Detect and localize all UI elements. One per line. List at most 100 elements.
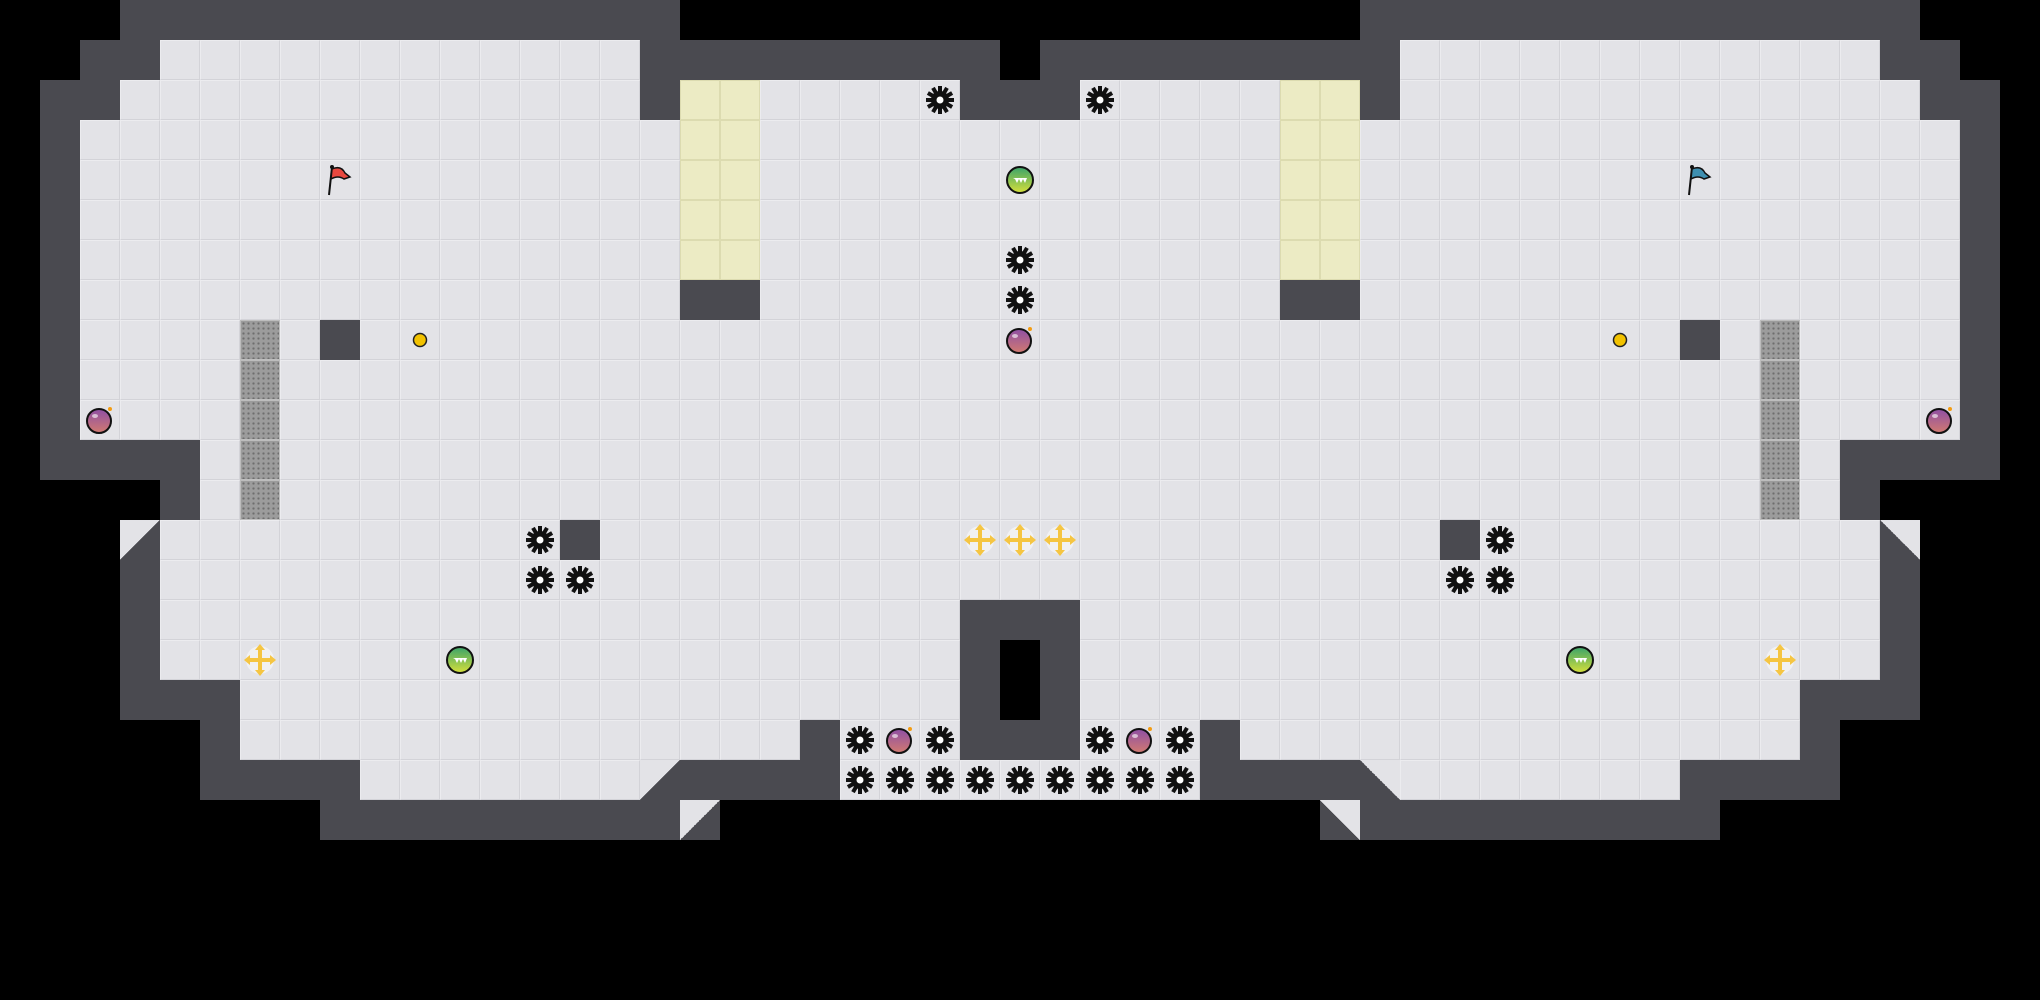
wall-tile — [1880, 640, 1920, 680]
floor-tile — [1920, 240, 1960, 280]
floor-tile — [1160, 560, 1200, 600]
floor-tile — [1560, 120, 1600, 160]
floor-tile — [1480, 640, 1520, 680]
wall-tile — [680, 40, 720, 80]
floor-tile — [440, 760, 480, 800]
wall-tile — [1480, 0, 1520, 40]
wall-tile — [640, 80, 680, 120]
floor-tile — [720, 720, 760, 760]
floor-tile — [480, 680, 520, 720]
floor-tile — [1720, 280, 1760, 320]
spike-icon — [1440, 560, 1480, 600]
wall-tile — [1440, 520, 1480, 560]
floor-tile — [1560, 80, 1600, 120]
floor-tile — [80, 320, 120, 360]
wall-tile — [40, 440, 80, 480]
floor-tile — [920, 360, 960, 400]
floor-tile — [440, 720, 480, 760]
floor-tile — [1680, 80, 1720, 120]
floor-tile — [1760, 600, 1800, 640]
floor-tile — [760, 600, 800, 640]
floor-tile — [1600, 760, 1640, 800]
floor-tile — [1800, 80, 1840, 120]
wall-tile — [1040, 680, 1080, 720]
floor-tile — [1800, 40, 1840, 80]
floor-tile — [1400, 600, 1440, 640]
wall-tile — [960, 80, 1000, 120]
floor-tile — [1600, 400, 1640, 440]
floor-tile — [1360, 480, 1400, 520]
floor-tile — [1320, 440, 1360, 480]
floor-tile — [320, 680, 360, 720]
floor-tile — [280, 360, 320, 400]
floor-tile — [360, 600, 400, 640]
floor-tile — [1520, 240, 1560, 280]
neutral-gate-tile — [1320, 200, 1360, 240]
wall-tile — [360, 0, 400, 40]
floor-tile — [1800, 320, 1840, 360]
grate-tile — [240, 320, 280, 360]
floor-tile — [280, 120, 320, 160]
wall-tile — [1040, 600, 1080, 640]
floor-tile — [1840, 600, 1880, 640]
floor-tile — [800, 400, 840, 440]
floor-tile — [160, 560, 200, 600]
floor-tile — [1760, 280, 1800, 320]
floor-tile — [1240, 240, 1280, 280]
wall-tile — [960, 600, 1000, 640]
floor-tile — [1360, 520, 1400, 560]
floor-tile — [560, 760, 600, 800]
floor-tile — [600, 240, 640, 280]
floor-tile — [1440, 80, 1480, 120]
floor-tile — [1800, 120, 1840, 160]
wall-tile — [1760, 760, 1800, 800]
floor-tile — [600, 80, 640, 120]
wall-tile — [1960, 360, 2000, 400]
floor-tile — [560, 400, 600, 440]
floor-tile — [1680, 680, 1720, 720]
floor-tile — [560, 720, 600, 760]
floor-tile — [480, 200, 520, 240]
spike-icon — [1000, 280, 1040, 320]
spike-icon — [960, 760, 1000, 800]
floor-tile — [1720, 680, 1760, 720]
floor-tile — [1480, 80, 1520, 120]
floor-tile — [1000, 120, 1040, 160]
floor-tile — [360, 440, 400, 480]
floor-tile — [80, 200, 120, 240]
floor-tile — [1040, 120, 1080, 160]
floor-tile — [1720, 40, 1760, 80]
floor-tile — [640, 240, 680, 280]
floor-tile — [1760, 680, 1800, 720]
spike-icon — [920, 80, 960, 120]
floor-tile — [1880, 240, 1920, 280]
wall-tile — [1160, 40, 1200, 80]
floor-tile — [1120, 120, 1160, 160]
floor-tile — [640, 440, 680, 480]
floor-tile — [1320, 400, 1360, 440]
floor-tile — [880, 160, 920, 200]
floor-tile — [720, 560, 760, 600]
floor-tile — [1000, 480, 1040, 520]
wall-tile — [1960, 160, 2000, 200]
floor-tile — [520, 320, 560, 360]
floor-tile — [280, 480, 320, 520]
floor-tile — [960, 240, 1000, 280]
wall-tile — [1560, 800, 1600, 840]
wall-tile — [1800, 760, 1840, 800]
floor-tile — [480, 360, 520, 400]
floor-tile — [920, 200, 960, 240]
floor-tile — [1680, 520, 1720, 560]
wall-tile — [160, 480, 200, 520]
floor-tile — [1080, 360, 1120, 400]
floor-tile — [1360, 640, 1400, 680]
floor-tile — [520, 120, 560, 160]
floor-tile — [480, 40, 520, 80]
floor-tile — [1280, 400, 1320, 440]
wall-tile — [800, 760, 840, 800]
wall-tile — [120, 560, 160, 600]
floor-tile — [600, 200, 640, 240]
wall-tile — [1880, 600, 1920, 640]
floor-tile — [480, 560, 520, 600]
